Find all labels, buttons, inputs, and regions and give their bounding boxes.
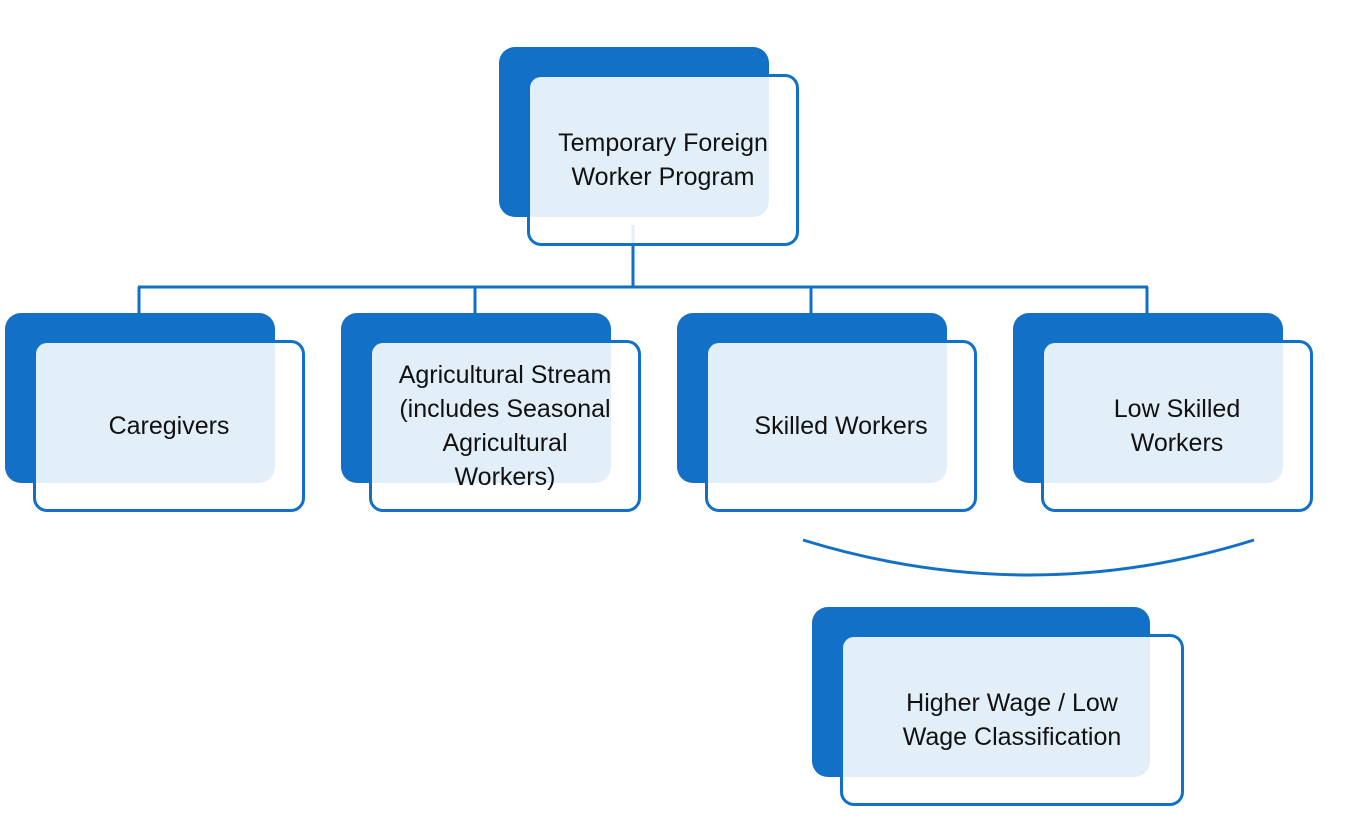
node-label: Temporary Foreign Worker Program [558, 129, 768, 191]
node-card: Agricultural Stream (includes Seasonal A… [369, 340, 641, 512]
grouping-brace [802, 538, 1255, 577]
node-label: Higher Wage / Low Wage Classification [902, 689, 1122, 751]
node-label: Low Skilled Workers [1113, 395, 1241, 457]
node-card: Low Skilled Workers [1041, 340, 1313, 512]
node-card: Higher Wage / Low Wage Classification [840, 634, 1184, 806]
node-label: Skilled Workers [754, 412, 928, 440]
node-card: Skilled Workers [705, 340, 977, 512]
node-label: Agricultural Stream (includes Seasonal A… [398, 361, 612, 491]
node-label: Caregivers [108, 412, 230, 440]
node-card: Temporary Foreign Worker Program [527, 74, 799, 246]
node-card: Caregivers [33, 340, 305, 512]
